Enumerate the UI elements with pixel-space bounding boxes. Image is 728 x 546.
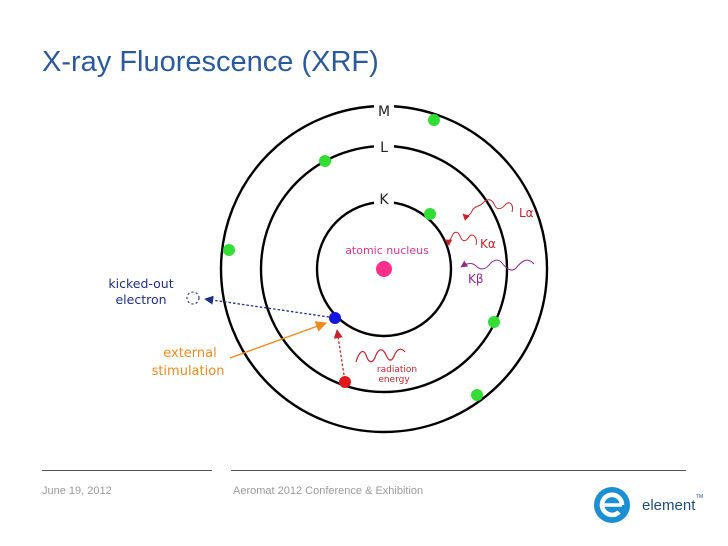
footer-date: June 19, 2012 xyxy=(42,485,112,497)
kicked-out-label-2: electron xyxy=(115,292,166,307)
element-logo-text: element xyxy=(642,497,696,514)
l-alpha-label: Lα xyxy=(519,206,534,220)
footer-event: Aeromat 2012 Conference & Exhibition xyxy=(233,485,424,497)
footer-rule-left xyxy=(42,470,212,471)
external-label-2: stimulation xyxy=(152,364,225,379)
shell-label-k: K xyxy=(379,192,389,208)
electron-l-right xyxy=(488,316,500,328)
electron-l-top xyxy=(319,155,331,167)
shell-label-m: M xyxy=(378,104,390,120)
radiation-wave xyxy=(355,348,406,363)
k-beta-wave xyxy=(460,259,535,271)
electron-m-top xyxy=(428,114,440,126)
radiation-label-1: radiation xyxy=(377,365,417,375)
external-stimulation-arrow xyxy=(229,321,328,359)
k-alpha-wave xyxy=(444,231,477,246)
shell-label-l: L xyxy=(380,140,388,156)
element-logo-icon xyxy=(594,487,630,523)
kicked-out-arrow xyxy=(204,295,330,318)
k-beta-label: Kβ xyxy=(468,272,484,286)
electron-k-right xyxy=(424,208,436,220)
kicked-out-label-1: kicked-out xyxy=(108,276,173,291)
atomic-nucleus xyxy=(376,261,392,277)
nucleus-label: atomic nucleus xyxy=(345,244,429,257)
footer-rule-right xyxy=(231,470,686,471)
electron-l-falling xyxy=(339,376,351,388)
l-alpha-wave xyxy=(462,199,513,221)
transition-arrow xyxy=(333,329,345,376)
external-label-1: external xyxy=(163,346,217,361)
element-logo-tm: TM xyxy=(696,494,704,500)
electron-m-bottom xyxy=(471,389,483,401)
electron-m-left xyxy=(223,244,235,256)
radiation-label-2: energy xyxy=(378,375,410,385)
k-alpha-label: Kα xyxy=(480,237,496,251)
electron-k-vacancy xyxy=(329,312,341,324)
kicked-out-electron xyxy=(186,291,200,305)
slide-title: X-ray Fluorescence (XRF) xyxy=(42,46,379,78)
